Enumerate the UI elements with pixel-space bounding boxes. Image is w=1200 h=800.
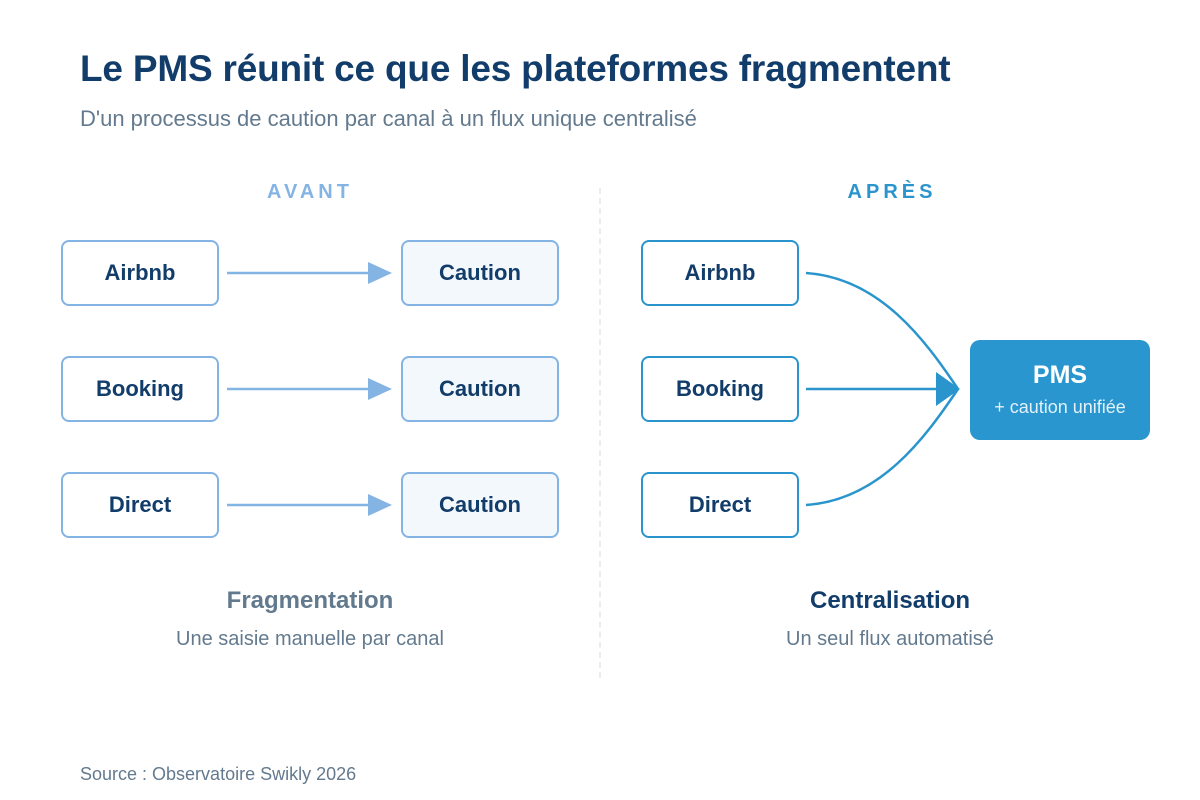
- after-caption-subtitle: Un seul flux automatisé: [786, 628, 994, 650]
- before-channel-direct: Direct: [61, 472, 219, 538]
- arrowhead-booking-caution: [368, 378, 392, 400]
- page-subtitle: D'un processus de caution par canal à un…: [80, 106, 697, 131]
- curve-direct-pms: [805, 388, 960, 507]
- page-title: Le PMS réunit ce que les plateformes fra…: [80, 48, 951, 89]
- curve-airbnb-pms: [805, 271, 960, 390]
- after-channel-direct: Direct: [641, 472, 799, 538]
- pms-hub: PMS + caution unifiée: [970, 340, 1150, 440]
- after-arrows: [805, 271, 960, 507]
- after-channel-booking: Booking: [641, 356, 799, 422]
- before-caution-3: Caution: [401, 472, 559, 538]
- arrowhead-direct-caution: [368, 494, 392, 516]
- before-caution-1: Caution: [401, 240, 559, 306]
- before-caption-subtitle: Une saisie manuelle par canal: [176, 628, 444, 650]
- arrowhead-pms: [936, 372, 960, 406]
- after-channel-airbnb: Airbnb: [641, 240, 799, 306]
- pms-hub-title: PMS: [1032, 360, 1088, 389]
- before-channel-airbnb: Airbnb: [61, 240, 219, 306]
- after-section-label: APRÈS: [847, 181, 937, 203]
- after-caption-title: Centralisation: [809, 587, 971, 614]
- pms-hub-subtitle: + caution unifiée: [994, 397, 1126, 418]
- before-caption-title: Fragmentation: [226, 587, 394, 614]
- before-section-label: AVANT: [267, 181, 353, 203]
- before-caution-2: Caution: [401, 356, 559, 422]
- before-channel-booking: Booking: [61, 356, 219, 422]
- section-divider: [599, 188, 601, 678]
- arrowhead-airbnb-caution: [368, 262, 392, 284]
- source-note: Source : Observatoire Swikly 2026: [80, 764, 357, 784]
- before-arrows: [227, 262, 392, 516]
